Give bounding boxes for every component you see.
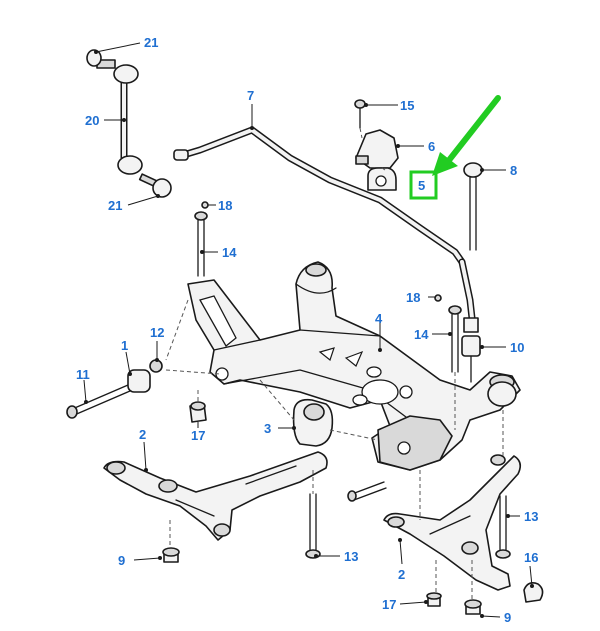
callout-3: 3 — [264, 421, 271, 436]
link-bush-10 — [461, 317, 481, 383]
highlight-box — [409, 170, 438, 200]
lower-arm-right — [383, 454, 522, 615]
callout-6: 6 — [428, 139, 435, 154]
bar-clamp — [354, 99, 399, 169]
callout-1: 1 — [121, 338, 128, 353]
callout-18-top: 18 — [218, 198, 232, 213]
bar-bush — [367, 167, 397, 191]
lower-arm-left — [103, 451, 328, 563]
callout-13-left: 13 — [344, 549, 358, 564]
subframe — [187, 261, 521, 471]
bolt-horizontal — [347, 481, 387, 502]
bolt-13-left — [305, 493, 321, 559]
callout-14-left: 14 — [222, 245, 237, 260]
stabilizer-link-left — [86, 49, 172, 198]
callout-21-top: 21 — [144, 35, 158, 50]
highlight-arrow — [432, 95, 501, 176]
callout-17-upper: 17 — [191, 428, 205, 443]
callout-21-bottom: 21 — [108, 198, 122, 213]
callout-4: 4 — [375, 311, 383, 326]
callout-9-right: 9 — [504, 610, 511, 625]
callout-5: 5 — [418, 178, 425, 193]
callout-11: 11 — [76, 367, 90, 382]
callout-17-lower: 17 — [382, 597, 396, 612]
front-bush-1 — [66, 359, 163, 419]
bolt-left-14 — [194, 201, 209, 277]
callout-7: 7 — [247, 88, 254, 103]
bush-17-upper — [189, 401, 207, 423]
callout-18-right: 18 — [406, 290, 420, 305]
callout-13-right: 13 — [524, 509, 538, 524]
stabilizer-bar — [173, 126, 476, 322]
stabilizer-link-right — [463, 162, 483, 251]
callout-16: 16 — [524, 550, 538, 565]
callout-15: 15 — [400, 98, 414, 113]
callout-9-left: 9 — [118, 553, 125, 568]
callout-20: 20 — [85, 113, 99, 128]
clip-16 — [523, 582, 544, 603]
leader-lines — [83, 42, 534, 618]
callout-2-left: 2 — [139, 427, 146, 442]
rear-bush-3 — [292, 398, 334, 447]
callout-2-right: 2 — [398, 567, 405, 582]
callout-12: 12 — [150, 325, 164, 340]
callout-14-right: 14 — [414, 327, 429, 342]
bolt-right-14 — [434, 294, 462, 373]
callout-8: 8 — [510, 163, 517, 178]
alignment-lines — [165, 127, 504, 600]
callout-10: 10 — [510, 340, 524, 355]
